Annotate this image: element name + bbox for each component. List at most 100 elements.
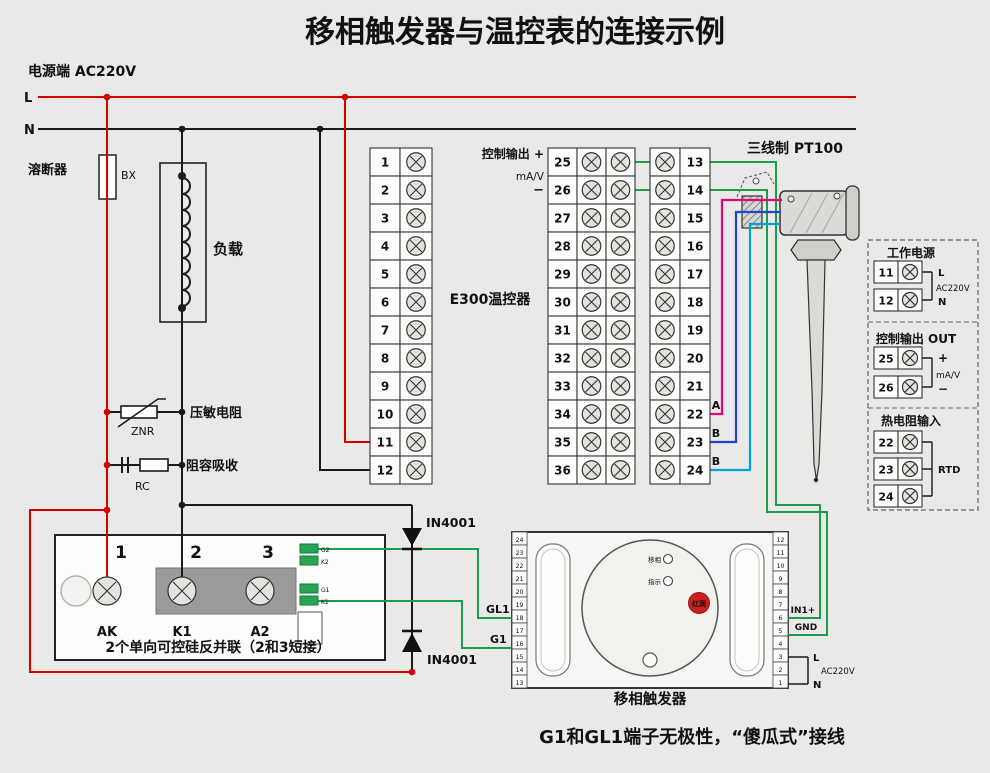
shape [585, 211, 598, 225]
gate-indicator-block [299, 595, 319, 606]
diode-bottom-label: IN4001 [427, 652, 477, 667]
panel-power-title: 工作电源 [887, 245, 935, 260]
terminal-number: 25 [878, 353, 893, 366]
shape [658, 155, 672, 169]
terminal-cell [369, 455, 401, 485]
screw-terminal-icon [655, 460, 675, 480]
shape [585, 267, 598, 281]
panel-mav-label: mA/V [936, 371, 961, 381]
shape [614, 211, 627, 225]
gate-indicator-block [299, 583, 319, 594]
terminal-number: 22 [878, 437, 893, 450]
screw-terminal-icon [406, 180, 426, 200]
terminal-number: 3 [779, 654, 783, 661]
terminal-cell [679, 259, 711, 289]
screw-terminal-icon [655, 152, 675, 172]
terminal-cell [772, 674, 789, 689]
screw-terminal-icon [901, 263, 919, 281]
terminal-number: 18 [687, 296, 704, 310]
terminal-number: 11 [777, 550, 785, 557]
terminal-number: 29 [554, 268, 571, 282]
shape [614, 407, 627, 421]
shape [614, 239, 627, 253]
terminal-number: 7 [779, 602, 783, 609]
shape [409, 183, 423, 197]
gate-indicator-label: G2 [321, 547, 330, 554]
junction-dot [178, 461, 186, 469]
rtd-wire-a-label: A [712, 399, 721, 412]
scr-module [54, 534, 386, 661]
terminal-number: 22 [687, 408, 704, 422]
shape [614, 155, 627, 169]
shape [409, 407, 423, 421]
rtd-wire-b2-label: B [712, 455, 720, 468]
terminal-number: 31 [554, 324, 571, 338]
scr-pad-label: AK [97, 625, 118, 640]
terminal-number: 16 [516, 641, 524, 648]
screw-terminal-icon [406, 348, 426, 368]
panel-output-title: 控制输出 OUT [876, 331, 957, 346]
terminal-number: 26 [878, 382, 894, 395]
shape [658, 407, 672, 421]
shape [658, 351, 672, 365]
shape [614, 183, 627, 197]
screw-terminal-icon [901, 378, 919, 396]
connector-slot-right-inner [734, 548, 760, 672]
terminal-number: 25 [554, 156, 571, 170]
terminal-number: 9 [381, 380, 389, 394]
rc-snubber-symbol [121, 457, 169, 473]
terminal-cell [369, 203, 401, 233]
terminal-number: 1 [381, 156, 389, 170]
junction-dot [408, 668, 416, 676]
screw-terminal-icon [581, 152, 602, 172]
shape [614, 351, 627, 365]
screw-terminal-icon [406, 264, 426, 284]
wire-gate-g1 [318, 600, 512, 649]
terminal-number: 20 [516, 589, 524, 596]
terminal-number: 20 [687, 352, 704, 366]
varistor-code: ZNR [131, 425, 155, 438]
screw-terminal-icon [901, 433, 919, 451]
terminal-cell [547, 399, 578, 429]
screw-terminal-icon [610, 208, 631, 228]
terminal-number: 2 [779, 667, 783, 674]
wire-rtd-b2 [710, 222, 780, 472]
screw-terminal-icon [581, 320, 602, 340]
panel-rtd-title: 热电阻输入 [881, 413, 941, 428]
panel-n-label: N [938, 297, 946, 308]
terminal-number: 10 [377, 408, 394, 422]
wire-power-to-terminal-12 [319, 129, 370, 471]
shape [250, 581, 270, 601]
terminal-number: 23 [516, 550, 524, 557]
screw-terminal-icon [581, 292, 602, 312]
screw-terminal-icon [581, 264, 602, 284]
shape [409, 463, 423, 477]
junction-dot [103, 461, 111, 469]
wire-rtd-b1 [710, 210, 781, 444]
fuse-code: BX [121, 169, 137, 182]
terminal-cell [679, 455, 711, 485]
terminal-number: 13 [516, 680, 524, 687]
shape [904, 381, 916, 393]
shape [97, 581, 117, 601]
shape [585, 379, 598, 393]
live-label: L [24, 91, 32, 106]
terminal-number: 13 [687, 156, 704, 170]
shape [409, 323, 423, 337]
screw-terminal-icon [655, 180, 675, 200]
mains-label: 电源端 AC220V [28, 63, 136, 80]
shape [904, 266, 916, 278]
trigger-inner-label-2: 指示 [648, 577, 662, 586]
terminal-number: 12 [377, 464, 394, 478]
screw-terminal-icon [901, 487, 919, 505]
shape [614, 295, 627, 309]
screw-terminal-icon [655, 320, 675, 340]
terminal-number: 8 [381, 352, 389, 366]
panel-plus-label: + [938, 351, 948, 365]
page-title: 移相触发器与温控表的连接示例 [305, 15, 725, 50]
screw-terminal-icon [655, 292, 675, 312]
